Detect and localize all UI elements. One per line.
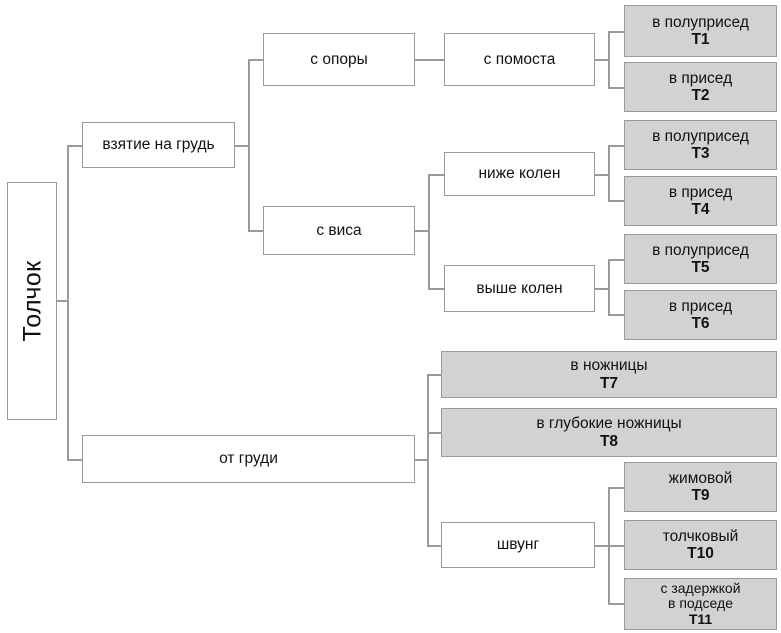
leaf-node-t1[interactable]: в полуприсед Т1: [624, 5, 777, 57]
leaf-code: Т4: [691, 201, 710, 218]
leaf-code: Т5: [691, 259, 710, 276]
leaf-label: в полуприсед: [652, 13, 749, 31]
connector-nizhe-stub: [595, 174, 609, 176]
leaf-node-t9[interactable]: жимовой Т9: [624, 462, 777, 512]
node-label: с виса: [316, 221, 362, 239]
leaf-label: толчковый: [662, 527, 739, 545]
leaf-node-t4[interactable]: в присед Т4: [624, 176, 777, 226]
node-nizhe-kolen[interactable]: ниже колен: [444, 152, 595, 196]
connector-to-svisa: [248, 230, 264, 232]
leaf-code: Т2: [691, 87, 710, 104]
leaf-node-t6[interactable]: в присед Т6: [624, 290, 777, 340]
leaf-label: в присед: [668, 297, 733, 315]
leaf-label: в полуприсед: [652, 241, 749, 259]
connector-to-sopory: [248, 59, 264, 61]
connector-to-vzyatie: [67, 145, 83, 147]
leaf-label-line1: с задержкой: [660, 579, 741, 596]
leaf-node-t10[interactable]: толчковый Т10: [624, 520, 777, 570]
leaf-label: в ножницы: [570, 357, 648, 375]
connector-svisa-stub: [415, 230, 429, 232]
node-ot-grudi[interactable]: от груди: [82, 435, 415, 483]
leaf-node-t5[interactable]: в полуприсед Т5: [624, 234, 777, 284]
connector-to-nizhe: [428, 174, 445, 176]
leaf-node-t8[interactable]: в глубокие ножницы Т8: [441, 408, 777, 457]
node-shvung[interactable]: швунг: [441, 522, 595, 568]
connector-svisa-trunk: [428, 174, 430, 289]
connector-to-t3: [608, 145, 625, 147]
connector-to-t6: [608, 314, 625, 316]
node-label: с помоста: [483, 50, 556, 68]
connector-to-t8: [427, 432, 442, 434]
leaf-code: Т1: [691, 31, 710, 48]
leaf-code: Т9: [691, 487, 710, 504]
leaf-code: Т10: [687, 545, 714, 562]
leaf-code: Т6: [691, 315, 710, 332]
node-label: выше колен: [476, 279, 563, 297]
node-label: ниже колен: [478, 165, 561, 183]
leaf-code: Т3: [691, 145, 710, 162]
connector-to-otgrudi: [67, 459, 83, 461]
leaf-code: Т11: [688, 610, 713, 627]
connector-to-vyshe: [428, 288, 445, 290]
leaf-node-t7[interactable]: в ножницы Т7: [441, 351, 777, 398]
connector-to-t2: [608, 87, 625, 89]
node-s-visa[interactable]: с виса: [263, 206, 415, 255]
node-root-tolchok[interactable]: Толчок: [7, 182, 57, 420]
connector-to-t7: [427, 374, 442, 376]
connector-root-trunk: [67, 145, 69, 461]
leaf-label: в полуприсед: [652, 127, 749, 145]
connector-shvung-stub: [595, 545, 609, 547]
leaf-label-line2: в подседе: [668, 595, 733, 612]
leaf-label: жимовой: [668, 469, 733, 487]
node-label: от груди: [219, 450, 278, 468]
leaf-node-t2[interactable]: в присед Т2: [624, 62, 777, 112]
node-label: швунг: [496, 536, 540, 554]
connector-vzyatie-trunk: [248, 59, 250, 231]
connector-otgrudi-stub: [415, 459, 428, 461]
connector-to-t10: [608, 545, 625, 547]
node-s-pomosta[interactable]: с помоста: [444, 33, 595, 86]
node-label: с опоры: [310, 50, 368, 68]
leaf-code: Т7: [599, 374, 619, 392]
connector-nizhe-trunk: [608, 145, 610, 201]
connector-to-t1: [608, 31, 625, 33]
connector-to-t11: [608, 603, 625, 605]
leaf-node-t11[interactable]: с задержкой в подседе Т11: [624, 578, 777, 630]
connector-root-stub: [56, 300, 69, 302]
node-vzyatie-na-grud[interactable]: взятие на грудь: [82, 122, 235, 168]
leaf-label: в присед: [668, 183, 733, 201]
node-label: взятие на грудь: [102, 136, 215, 154]
node-vyshe-kolen[interactable]: выше колен: [444, 265, 595, 312]
leaf-label: в присед: [668, 69, 733, 87]
leaf-node-t3[interactable]: в полуприсед Т3: [624, 120, 777, 170]
connector-to-t4: [608, 200, 625, 202]
connector-spomosta-stub: [595, 59, 609, 61]
connector-to-t5: [608, 259, 625, 261]
connector-sopory-to-spomosta: [415, 59, 445, 61]
connector-vyshe-trunk: [608, 259, 610, 315]
node-s-opory[interactable]: с опоры: [263, 33, 415, 86]
leaf-code: Т8: [599, 432, 619, 450]
connector-to-t9: [608, 487, 625, 489]
node-root-label: Толчок: [18, 260, 47, 342]
connector-to-shvung: [427, 545, 442, 547]
leaf-label: в глубокие ножницы: [536, 415, 682, 433]
connector-vyshe-stub: [595, 288, 609, 290]
connector-vzyatie-stub: [235, 145, 249, 147]
connector-otgrudi-trunk: [427, 374, 429, 546]
connector-spomosta-trunk: [608, 31, 610, 87]
